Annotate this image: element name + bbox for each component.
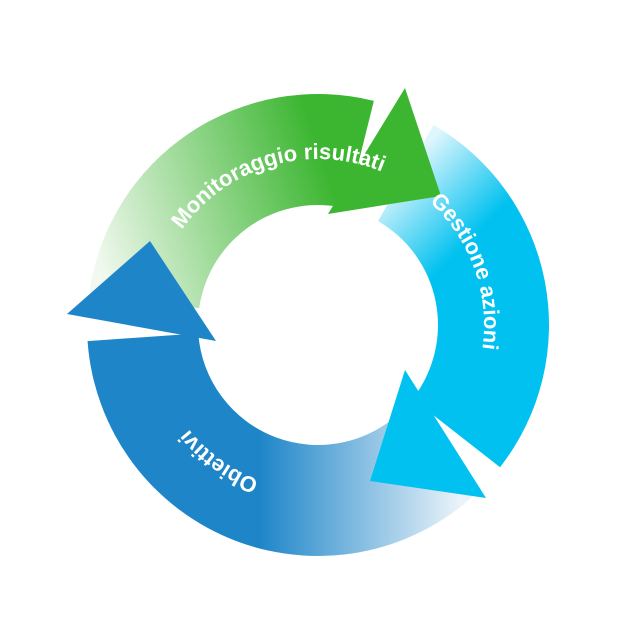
monitoraggio-arrowhead-icon xyxy=(328,88,441,214)
arrow-bodies xyxy=(87,94,549,556)
gestione-arrow-body xyxy=(378,124,549,468)
monitoraggio-arrow-body xyxy=(89,94,374,309)
arrow-heads xyxy=(67,88,486,498)
obiettivi-arrowhead-icon xyxy=(67,241,216,341)
obiettivi-arrow-body xyxy=(87,333,482,556)
gestione-arrowhead-icon xyxy=(370,370,486,498)
